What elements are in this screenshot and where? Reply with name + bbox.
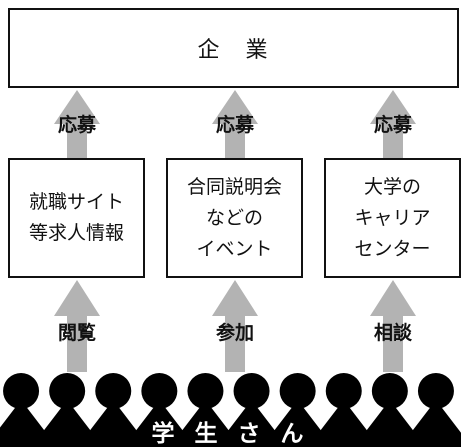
box-line: センター (354, 237, 431, 260)
lower-arrow-3 (370, 280, 416, 372)
job-site-box: 就職サイト 等求人情報 (8, 158, 145, 278)
lower-label-2: 参加 (215, 322, 254, 344)
upper-arrow-3 (370, 90, 416, 160)
lower-arrow-2 (212, 280, 258, 372)
upper-label-2: 応募 (215, 114, 254, 136)
student-figure (31, 373, 104, 447)
student-figure (353, 373, 426, 447)
student-figure (123, 373, 196, 447)
event-box: 合同説明会 などの イベント (166, 158, 303, 278)
upper-arrow-2 (212, 90, 258, 160)
box-line: 合同説明会 (186, 175, 282, 198)
student-figure (399, 373, 461, 447)
upper-arrow-1 (54, 90, 100, 160)
box-line: 就職サイト (28, 191, 124, 213)
students-label: 学 生 さ ん (151, 421, 310, 447)
upper-label-1: 応募 (57, 114, 96, 136)
upper-label-3: 応募 (373, 114, 412, 136)
box-line: 大学の (363, 175, 421, 198)
student-figure (307, 373, 380, 447)
box-line: キャリア (354, 206, 431, 229)
lower-label-3: 相談 (373, 322, 412, 344)
company-label: 企 業 (197, 38, 270, 63)
lower-arrow-1 (54, 280, 100, 372)
student-figure (215, 373, 288, 447)
box-line: イベント (196, 237, 273, 260)
student-figure (261, 373, 334, 447)
lower-label-1: 閲覧 (57, 322, 96, 344)
box-line: 等求人情報 (28, 222, 124, 244)
career-center-box: 大学の キャリア センター (324, 158, 461, 278)
students-crowd (0, 373, 461, 447)
student-figure (77, 373, 150, 447)
student-figure (169, 373, 242, 447)
company-box: 企 業 (8, 8, 459, 88)
box-line: などの (205, 206, 263, 229)
